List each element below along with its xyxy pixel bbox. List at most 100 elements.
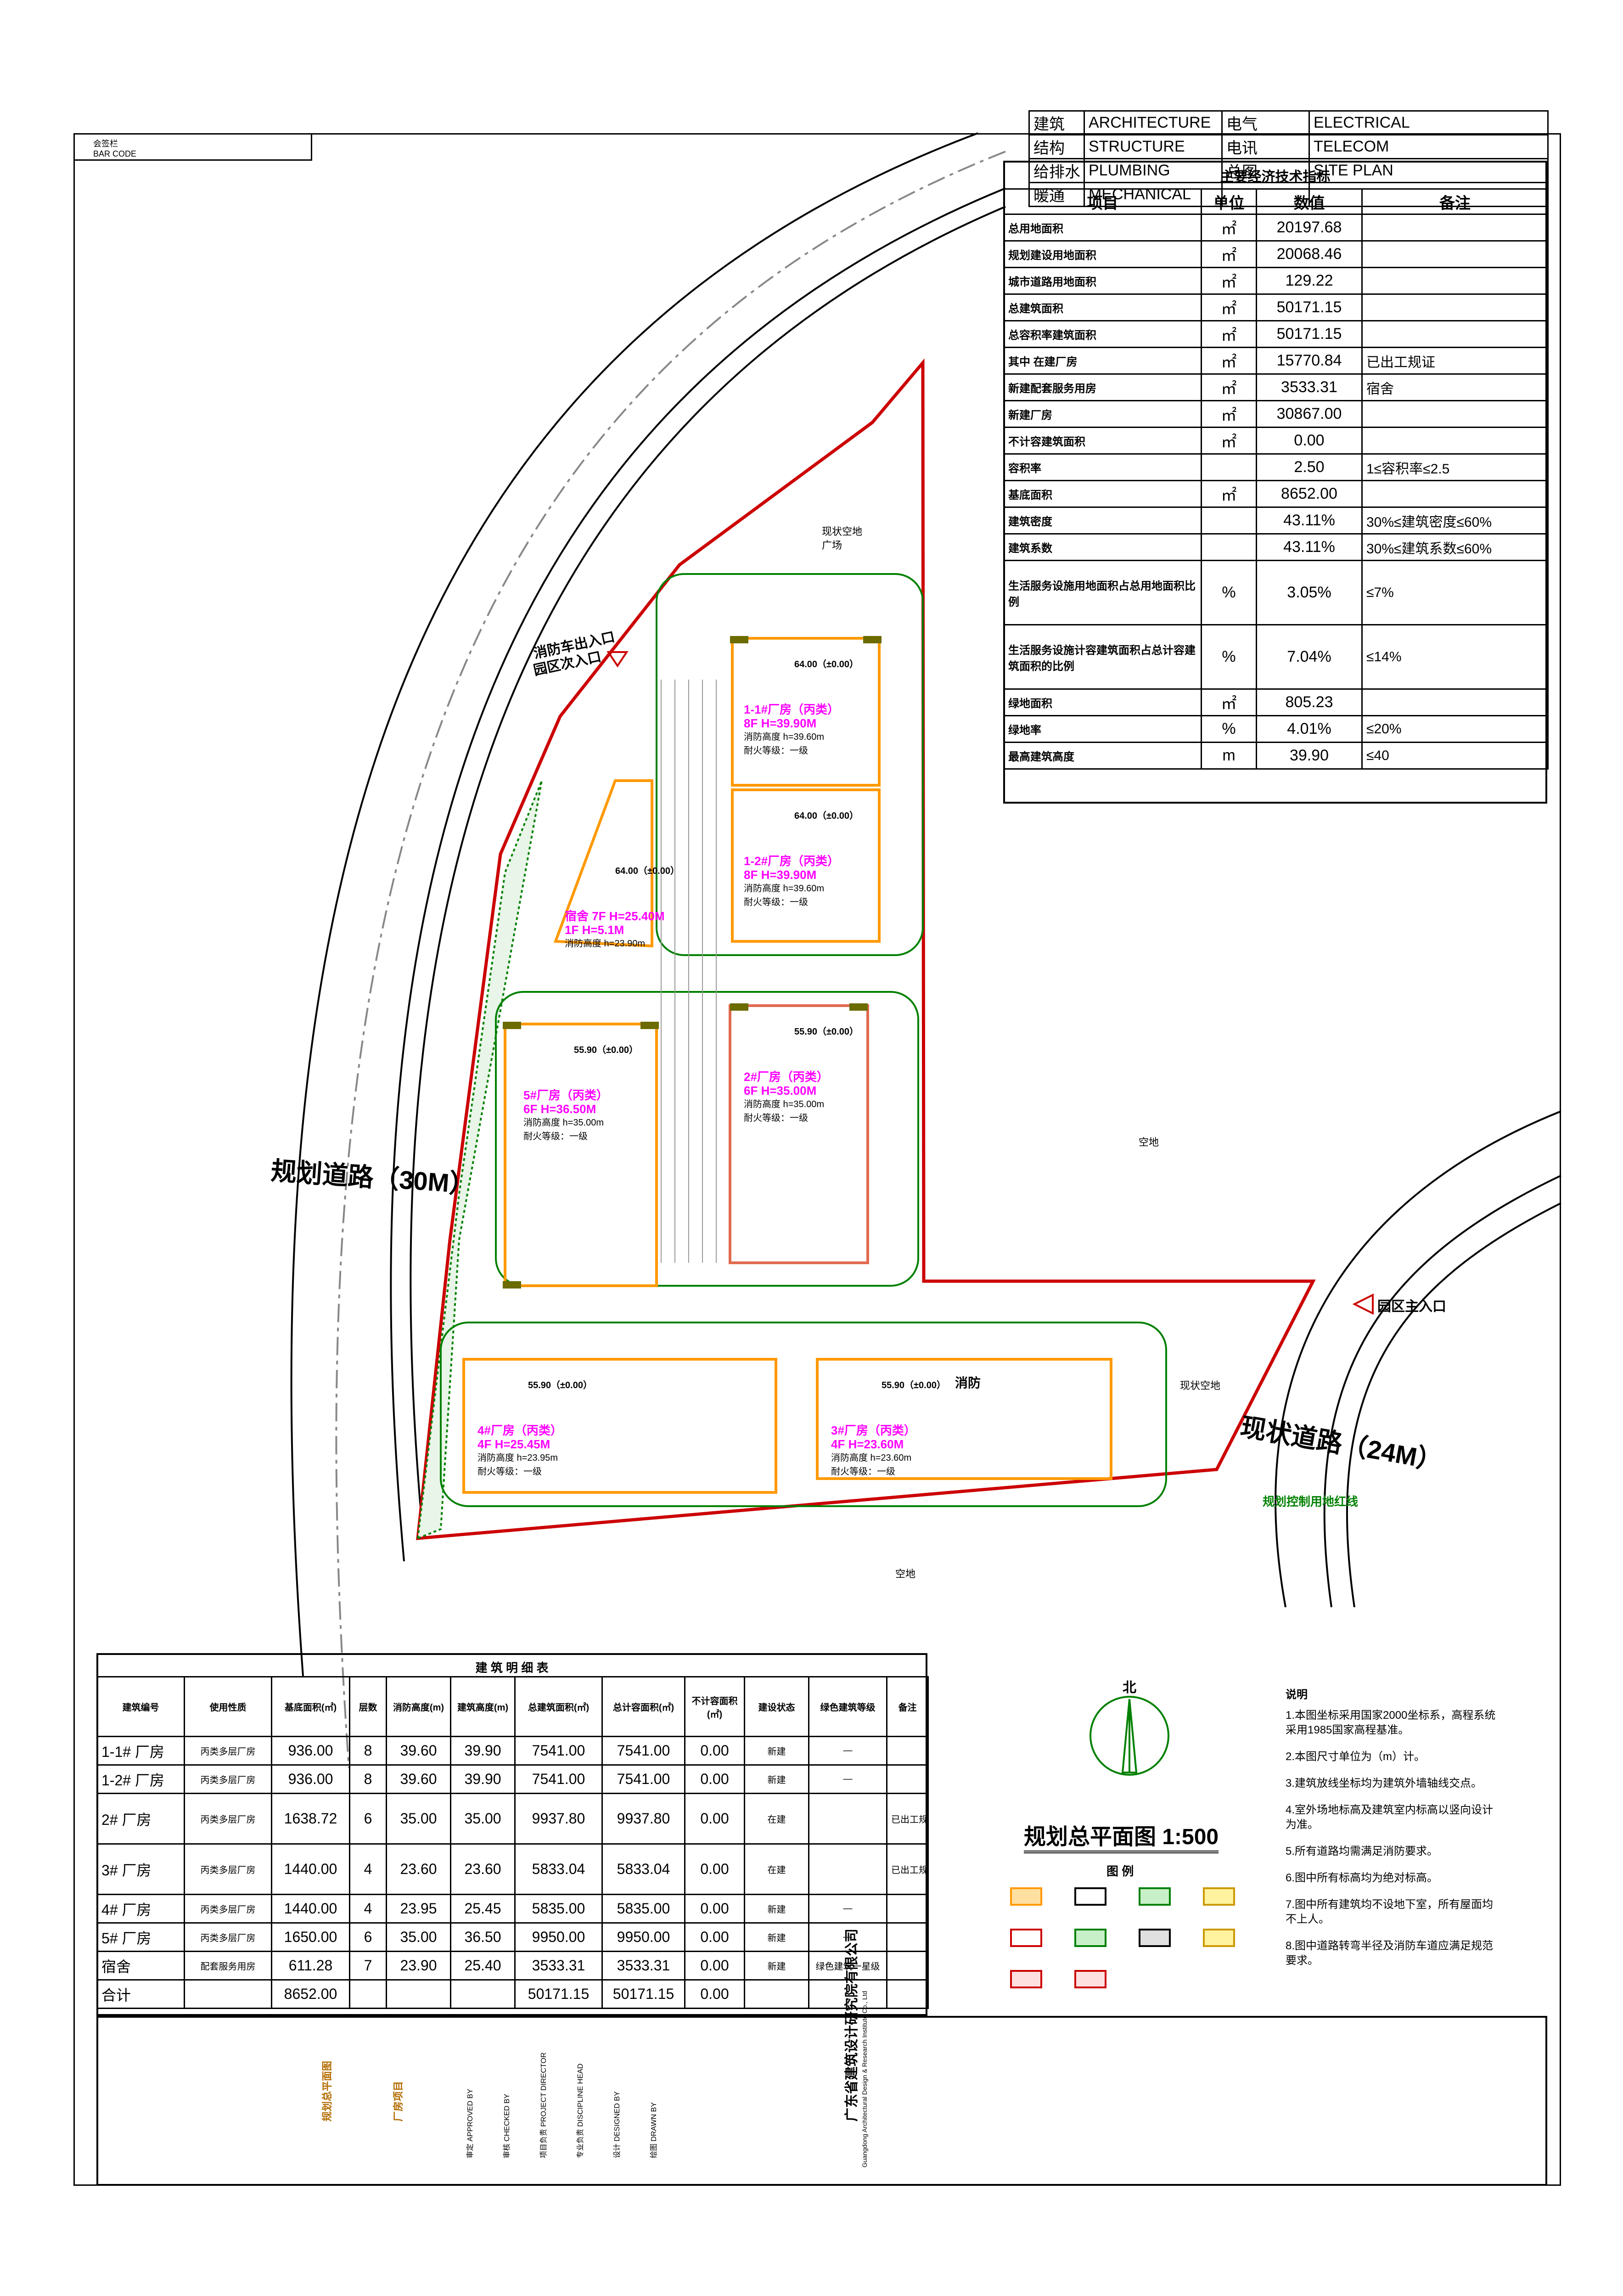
building-table-cell: 36.50 bbox=[450, 1922, 516, 1952]
building-table-cell: 已出工规证 bbox=[886, 1793, 929, 1845]
building-table-cell: 5# 厂房 bbox=[96, 1922, 185, 1952]
building-floors: 8F H=39.90M bbox=[744, 868, 817, 882]
indicator-name: 绿地面积 bbox=[1003, 688, 1202, 716]
park-secondary-entrance-marker bbox=[607, 651, 629, 668]
indicator-note bbox=[1361, 400, 1549, 428]
indicator-value: 50171.15 bbox=[1256, 320, 1363, 348]
notes-list: 1.本图坐标采用国家2000坐标系，高程系统采用1985国家高程基准。2.本图尺… bbox=[1286, 1708, 1501, 1980]
title-block-field: 审定 APPROVED BY bbox=[466, 2088, 474, 2158]
indicator-name: 规划建设用地面积 bbox=[1003, 240, 1202, 268]
indicator-value: 20068.46 bbox=[1256, 240, 1363, 268]
indicator-value: 39.90 bbox=[1256, 742, 1363, 770]
indicator-note bbox=[1361, 480, 1549, 508]
corner-mark bbox=[863, 636, 882, 643]
building-fire-height: 消防高度 h=39.60m bbox=[744, 884, 825, 894]
indicator-name: 绿地率 bbox=[1003, 715, 1202, 743]
indicator-unit: ㎡ bbox=[1201, 427, 1257, 455]
building-elevation: 64.00（±0.00） bbox=[794, 659, 859, 670]
title-block-field: 专业负责 DISCIPLINE HEAD bbox=[577, 2063, 584, 2158]
indicator-value: 15770.84 bbox=[1256, 347, 1363, 375]
building-table-cell: 50171.15 bbox=[514, 1979, 603, 2009]
building-table-cell: 丙类多层厂房 bbox=[184, 1922, 272, 1952]
indicator-value: 30867.00 bbox=[1256, 400, 1363, 428]
building-fire-grade: 耐火等级：一级 bbox=[744, 897, 808, 907]
title-block-field: 绘图 DRAWN BY bbox=[650, 2102, 658, 2158]
building-fire-grade: 耐火等级：一级 bbox=[477, 1467, 542, 1477]
company-name: 广东省建筑设计研究院有限公司 bbox=[844, 1929, 859, 2122]
building-1-1 bbox=[731, 637, 881, 787]
indicator-note bbox=[1361, 267, 1549, 295]
building-table-cell: 丙类多层厂房 bbox=[184, 1736, 272, 1766]
building-name: 4#厂房（丙类） bbox=[477, 1424, 562, 1437]
indicator-unit: % bbox=[1201, 560, 1257, 625]
indicator-unit: % bbox=[1201, 624, 1257, 690]
notes-title: 说明 bbox=[1286, 1688, 1308, 1701]
indicator-unit: m bbox=[1201, 742, 1257, 770]
building-table-cell: 新建 bbox=[744, 1764, 809, 1794]
building-table-cell: 35.00 bbox=[450, 1793, 516, 1845]
legend-title: 图 例 bbox=[1106, 1864, 1134, 1878]
corner-mark bbox=[640, 1022, 659, 1029]
building-floors: 1F H=5.1M bbox=[565, 923, 624, 937]
vacant-mid-label: 空地 bbox=[1139, 1137, 1159, 1148]
indicator-note bbox=[1361, 214, 1549, 242]
parking-grid bbox=[661, 680, 717, 1263]
building-table-cell: 1-2# 厂房 bbox=[96, 1764, 185, 1794]
north-label: 北 bbox=[1123, 1680, 1136, 1695]
indicator-unit bbox=[1201, 506, 1257, 535]
indicator-unit: ㎡ bbox=[1201, 373, 1257, 401]
building-elevation: 55.90（±0.00） bbox=[574, 1045, 638, 1055]
building-table-cell: 新建 bbox=[744, 1736, 809, 1766]
building-table-cell bbox=[184, 1979, 272, 2009]
internal-road-ring-mid bbox=[495, 991, 919, 1287]
indicator-name: 建筑系数 bbox=[1003, 533, 1202, 561]
vacant-top-label: 现状空地 bbox=[822, 526, 863, 537]
building-table-cell: 936.00 bbox=[271, 1736, 350, 1766]
indicators-header-cell: 项目 bbox=[1003, 188, 1202, 215]
indicator-unit: ㎡ bbox=[1201, 480, 1257, 508]
building-table-cell: 新建 bbox=[744, 1922, 809, 1952]
indicator-name: 不计容建筑面积 bbox=[1003, 427, 1202, 455]
building-table-header-cell: 消防高度(m) bbox=[386, 1676, 451, 1737]
building-label-b12: 1-2#厂房（丙类）8F H=39.90M 消防高度 h=39.60m 耐火等级：一… bbox=[744, 854, 839, 909]
site-red-line bbox=[416, 358, 1316, 1540]
indicator-unit: ㎡ bbox=[1201, 214, 1257, 242]
building-table-cell: 9937.80 bbox=[601, 1793, 685, 1845]
planned-road-centerline bbox=[335, 151, 1006, 1768]
building-table-cell bbox=[886, 1951, 929, 1981]
building-table-cell: 已出工规证 bbox=[886, 1843, 929, 1895]
discipline-cell: ARCHITECTURE bbox=[1084, 110, 1223, 135]
building-table-header-cell: 层数 bbox=[349, 1676, 387, 1737]
building-table-cell: 6 bbox=[349, 1793, 387, 1845]
building-table-header-cell: 不计容面积(㎡) bbox=[684, 1676, 745, 1737]
building-table-cell: 39.90 bbox=[450, 1764, 516, 1794]
building-table-cell: 3533.31 bbox=[514, 1951, 603, 1981]
building-name: 1-2#厂房（丙类） bbox=[744, 854, 840, 868]
indicators-row: 生活服务设施用地面积占总用地面积比例%3.05%≤7% bbox=[1003, 560, 1549, 625]
building-fire-height: 消防高度 h=35.00m bbox=[744, 1099, 825, 1109]
building-table-cell: 丙类多层厂房 bbox=[184, 1764, 272, 1794]
building-table-header-cell: 建筑高度(m) bbox=[450, 1676, 516, 1737]
building-fire-grade: 耐火等级：一级 bbox=[831, 1467, 895, 1477]
park-main-entrance-marker bbox=[1352, 1293, 1374, 1315]
stamp-row2: BAR CODE bbox=[93, 149, 137, 158]
title-block bbox=[96, 2016, 1547, 2186]
indicators-header-cell: 数值 bbox=[1256, 188, 1363, 215]
building-table-cell: 新建 bbox=[744, 1894, 809, 1924]
planned-road-edge-outer bbox=[290, 132, 978, 1677]
building-table-cell bbox=[808, 1793, 887, 1845]
building-table-cell: 2# 厂房 bbox=[96, 1793, 185, 1845]
